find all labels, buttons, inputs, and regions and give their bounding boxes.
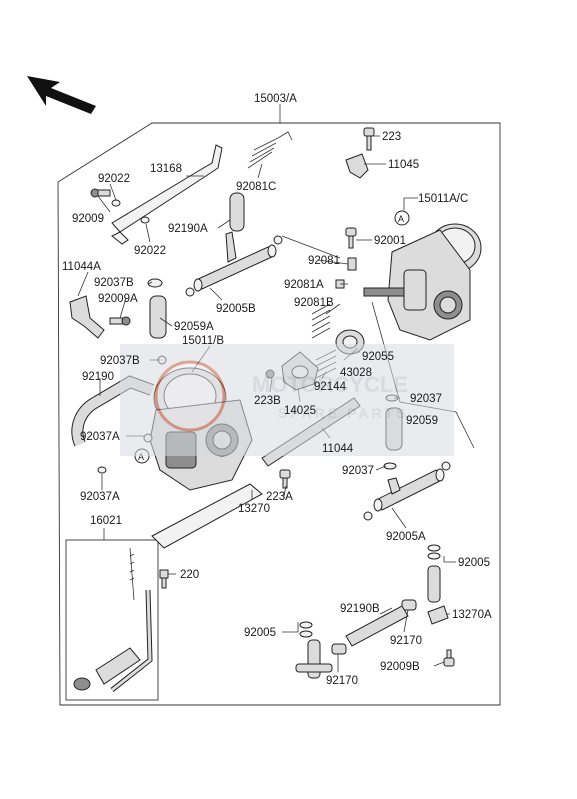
label-11044: 11044 [322, 443, 354, 455]
label-92022-bottom: 92022 [134, 245, 166, 257]
label-92009: 92009 [72, 213, 104, 225]
label-92005-left: 92005 [244, 627, 276, 639]
label-11045: 11045 [388, 159, 419, 171]
label-92005B: 92005B [216, 303, 256, 315]
label-92037A-lower: 92037A [80, 491, 120, 503]
holder-11045 [345, 153, 369, 179]
label-223B: 223B [254, 395, 281, 407]
part-labels: 223 11045 15011A/C 13168 92022 92009 920… [62, 131, 492, 687]
carburetor-15011AC [363, 223, 482, 341]
label-92170-left: 92170 [326, 675, 358, 687]
bracket-13270A [427, 605, 449, 625]
bracket-11044A [69, 295, 105, 339]
label-13270: 13270 [238, 503, 270, 515]
hose-92190 [71, 375, 155, 447]
label-92037: 92037 [410, 393, 442, 405]
label-223: 223 [382, 131, 401, 143]
screw-223A [279, 469, 291, 489]
fitting-92005 [427, 544, 441, 603]
label-92059: 92059 [406, 415, 438, 427]
label-92009B: 92009B [380, 661, 420, 673]
svg-text:SPARE PARTS: SPARE PARTS [278, 405, 409, 421]
label-92022-top: 92022 [98, 173, 130, 185]
label-220: 220 [180, 569, 199, 581]
front-direction-arrow-icon [27, 76, 96, 114]
throttle-cable-subframe [65, 539, 159, 701]
screw-92009 [90, 188, 111, 198]
fitting-92005-left [295, 639, 333, 679]
clamp-92170-right [401, 599, 417, 611]
label-92081: 92081 [308, 255, 340, 267]
label-92081A: 92081A [284, 279, 324, 291]
label-92055: 92055 [362, 351, 394, 363]
label-92190A: 92190A [168, 223, 208, 235]
screw-92001 [345, 227, 357, 249]
screw-223 [363, 127, 375, 151]
label-13168: 13168 [150, 163, 182, 175]
tube-92190A [229, 192, 245, 232]
spring-92081C [247, 131, 293, 169]
label-14025: 14025 [284, 405, 316, 417]
assembly-frame [57, 122, 501, 706]
throttle-cable-16021 [73, 547, 153, 692]
label-13270A: 13270A [452, 609, 492, 621]
screw-92009A [109, 316, 131, 326]
svg-text:A: A [138, 452, 144, 462]
label-92001: 92001 [374, 235, 406, 247]
label-15011B: 15011/B [182, 335, 224, 347]
label-16021: 16021 [90, 515, 122, 527]
label-92005A: 92005A [386, 531, 426, 543]
label-92009A: 92009A [98, 293, 138, 305]
svg-text:MOTORCYCLE: MOTORCYCLE [252, 372, 408, 397]
label-92081C: 92081C [236, 181, 276, 193]
screw-92009B [443, 649, 455, 667]
svg-text:A: A [398, 214, 404, 224]
plate-13270 [151, 483, 263, 549]
label-43028: 43028 [340, 367, 372, 379]
bracket-13168 [111, 144, 223, 245]
label-92005-right: 92005 [458, 557, 490, 569]
label-92037B-upper: 92037B [94, 277, 134, 289]
label-92144: 92144 [314, 381, 347, 393]
label-92037B-lower: 92037B [100, 355, 140, 367]
pipe-92005A [373, 468, 445, 512]
screw-220 [159, 569, 169, 589]
clamp-92170-left [331, 643, 347, 655]
label-92081B: 92081B [294, 297, 334, 309]
label-223A: 223A [266, 491, 293, 503]
label-92190: 92190 [82, 371, 114, 383]
tube-92059A [149, 295, 167, 339]
pipe-92005B [193, 231, 277, 292]
label-92037A-upper: 92037A [80, 431, 120, 443]
watermark: MOTORCYCLE SPARE PARTS [120, 344, 454, 456]
label-92059A: 92059A [174, 321, 214, 333]
label-11044A: 11044A [62, 261, 101, 273]
spring-92081B [311, 303, 331, 339]
label-92190B: 92190B [340, 603, 380, 615]
label-92037-lower: 92037 [342, 465, 374, 477]
label-92170-right: 92170 [390, 635, 422, 647]
hose-92190B [345, 605, 409, 647]
callout-marker-a-upper: A [394, 210, 410, 226]
label-15011AC: 15011A/C [418, 193, 468, 205]
assembly-part-number: 15003/A [254, 93, 297, 105]
